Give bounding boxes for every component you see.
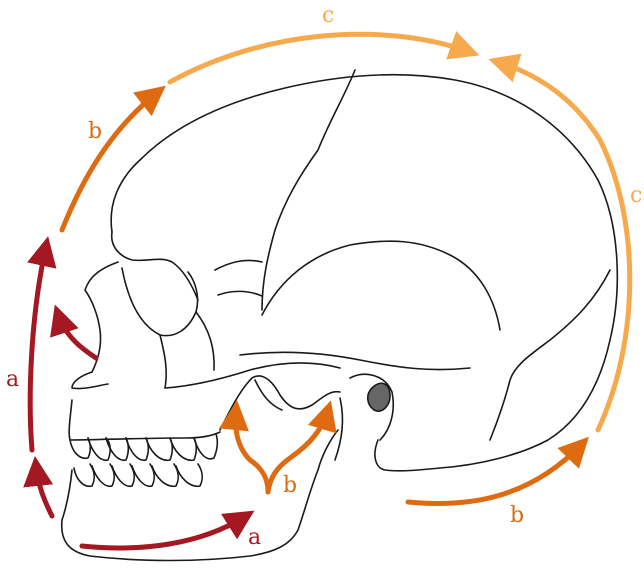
maxilla <box>69 400 220 440</box>
lambdoid-suture <box>490 270 610 440</box>
nasal-arrow <box>58 314 96 358</box>
ear-canal <box>368 383 390 411</box>
label-jaw-a: a <box>248 525 261 550</box>
occipital-arrow <box>408 444 582 504</box>
cheek-line <box>196 312 214 370</box>
label-face-b: b <box>88 119 102 144</box>
back-arrow <box>498 62 630 430</box>
ramus-left-arrow <box>236 410 268 492</box>
chin-arrow <box>36 466 52 516</box>
face-vertical-arrow <box>30 246 46 450</box>
label-face-a: a <box>6 367 19 392</box>
growth-arrows-c <box>170 34 630 430</box>
ramus-right-arrow <box>268 410 328 492</box>
lower-teeth <box>74 464 202 486</box>
coronal-suture <box>262 70 355 310</box>
forehead-arrow <box>62 92 158 230</box>
squamosal-suture <box>262 241 500 330</box>
jaw-arrow <box>82 516 246 548</box>
label-top-c: c <box>322 3 334 28</box>
brow-ridge <box>112 232 198 300</box>
growth-arrows-b <box>62 92 582 504</box>
label-jaw-b: b <box>283 473 297 498</box>
cranium-outline <box>111 75 617 471</box>
nasal-aperture <box>72 372 108 389</box>
vertex-arrow <box>170 34 470 82</box>
temporal-line <box>240 352 470 369</box>
label-back-c: c <box>630 183 642 208</box>
skull-outline <box>62 70 618 561</box>
label-base-b: b <box>510 503 524 528</box>
growth-arrows-a <box>30 246 246 548</box>
styloid <box>335 398 342 460</box>
coronoid-process <box>255 380 282 410</box>
sphenoid-line <box>215 260 262 296</box>
